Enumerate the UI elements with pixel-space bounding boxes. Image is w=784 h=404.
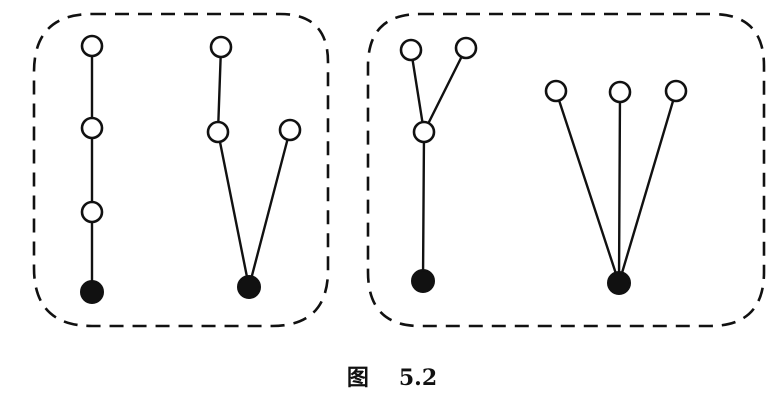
vertex-open: [544, 79, 568, 103]
figure-caption-number: 5.2: [398, 365, 438, 391]
tree-stem-two-leaves: [399, 36, 478, 293]
vertex-open: [278, 118, 302, 142]
group-frame-1: [32, 12, 330, 328]
edge-root-to-v1: [216, 130, 251, 289]
edge-v1-to-v2: [216, 45, 223, 134]
root-vertex-filled: [237, 275, 261, 299]
vertex-open: [80, 116, 104, 140]
vertex-open: [412, 120, 436, 144]
figure-caption-prefix: 图: [346, 365, 369, 391]
vertex-open: [209, 35, 233, 59]
vertex-open: [80, 200, 104, 224]
tree-fork: [206, 35, 302, 299]
vertex-open: [80, 34, 104, 58]
vertex-open: [664, 79, 688, 103]
edge-v1-to-v3: [422, 46, 468, 134]
root-vertex-filled: [607, 271, 631, 295]
figure-caption: 图 5.2: [0, 360, 784, 392]
group-frame-2: [366, 12, 766, 328]
edge-v1-to-v2: [409, 48, 426, 134]
edge-root-to-v2: [617, 90, 622, 285]
vertex-open: [399, 38, 423, 62]
tree-star: [544, 79, 688, 295]
vertex-open: [454, 36, 478, 60]
edge-root-to-v1: [421, 130, 426, 283]
root-vertex-filled: [411, 269, 435, 293]
edge-root-to-v1: [554, 89, 621, 285]
tree-path: [80, 34, 104, 304]
edge-root-to-v3: [617, 89, 678, 285]
vertex-open: [206, 120, 230, 144]
vertex-open: [608, 80, 632, 104]
edge-root-to-v3: [247, 128, 292, 289]
root-vertex-filled: [80, 280, 104, 304]
